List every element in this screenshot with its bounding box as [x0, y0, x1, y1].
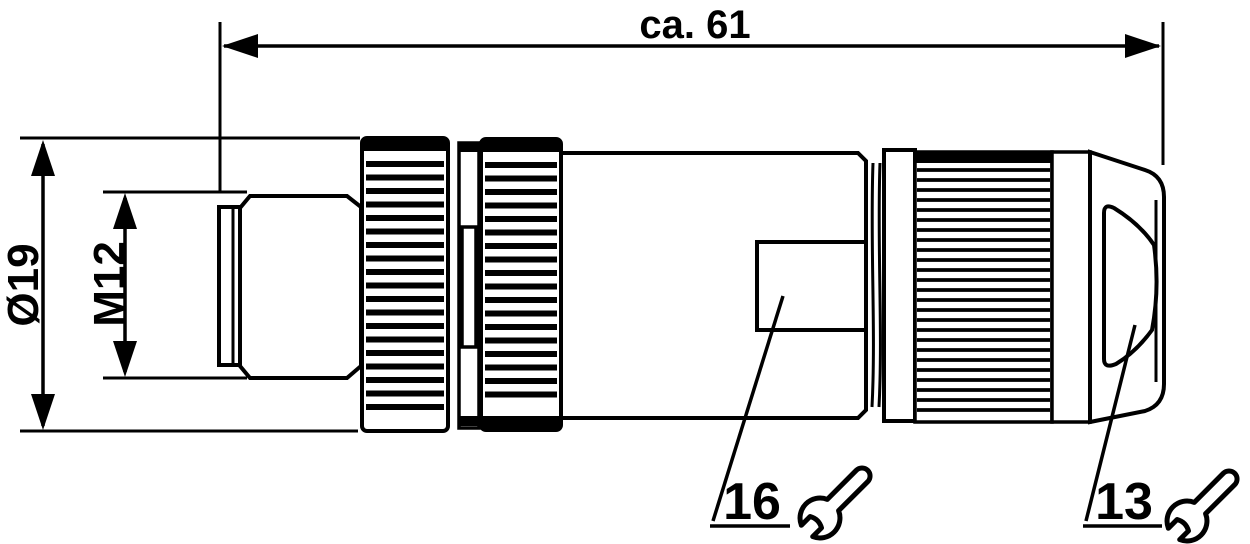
thread-dimension-label: M12 — [85, 241, 134, 327]
open-end-wrench-icon — [1167, 471, 1237, 541]
cable-gland — [882, 148, 1166, 425]
open-end-wrench-icon — [800, 468, 870, 538]
wrench-size-16-label: 16 — [723, 473, 781, 531]
cable-opening — [1102, 204, 1159, 368]
knurl-ribs — [917, 168, 1050, 412]
body-flat-block — [755, 240, 868, 332]
thread-section — [238, 194, 363, 380]
arrowhead — [113, 341, 137, 377]
leader-line — [711, 295, 785, 522]
callout-wrench-13: 13 — [1083, 324, 1237, 541]
segment-ring — [457, 141, 481, 430]
coupling-nut-knurl — [360, 136, 450, 433]
main-body — [559, 151, 868, 420]
callout-wrench-16: 16 — [710, 295, 870, 538]
dimension-outer-diameter: Ø19 — [0, 136, 360, 433]
arrowhead — [113, 193, 137, 229]
dimension-length: ca. 61 — [218, 3, 1165, 193]
arrowhead — [31, 140, 55, 176]
dimension-thread: M12 — [85, 190, 247, 380]
diameter-dimension-label: Ø19 — [0, 243, 48, 326]
leader-line — [1084, 324, 1137, 522]
knurl-ribs — [366, 161, 444, 410]
knurl-ribs — [485, 162, 557, 398]
lock-ring-knurl — [479, 137, 563, 432]
arrowhead — [31, 394, 55, 430]
length-dimension-label: ca. 61 — [639, 3, 750, 47]
arrowhead — [1125, 34, 1161, 58]
wrench-size-13-label: 13 — [1095, 473, 1153, 531]
arrowhead — [222, 34, 258, 58]
clamp-washer — [870, 162, 882, 408]
front-ring — [217, 205, 242, 367]
connector-outline — [217, 136, 1166, 433]
